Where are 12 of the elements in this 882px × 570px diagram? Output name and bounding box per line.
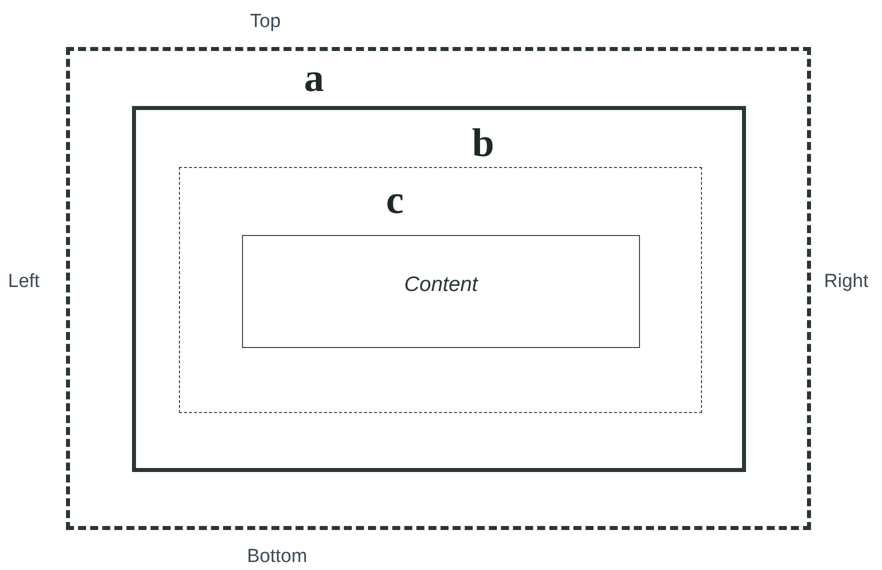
side-label: Left — [8, 270, 40, 294]
border-box — [132, 106, 746, 472]
margin-box — [66, 47, 811, 530]
region-letter: b — [472, 123, 494, 163]
content-box — [242, 235, 640, 348]
side-label: Bottom — [247, 545, 308, 569]
side-label: Right — [824, 270, 868, 294]
region-letter: c — [386, 180, 404, 220]
region-letter: a — [304, 58, 324, 98]
side-label: Top — [250, 10, 281, 34]
content-label: Content — [404, 272, 478, 298]
padding-box — [179, 167, 702, 413]
